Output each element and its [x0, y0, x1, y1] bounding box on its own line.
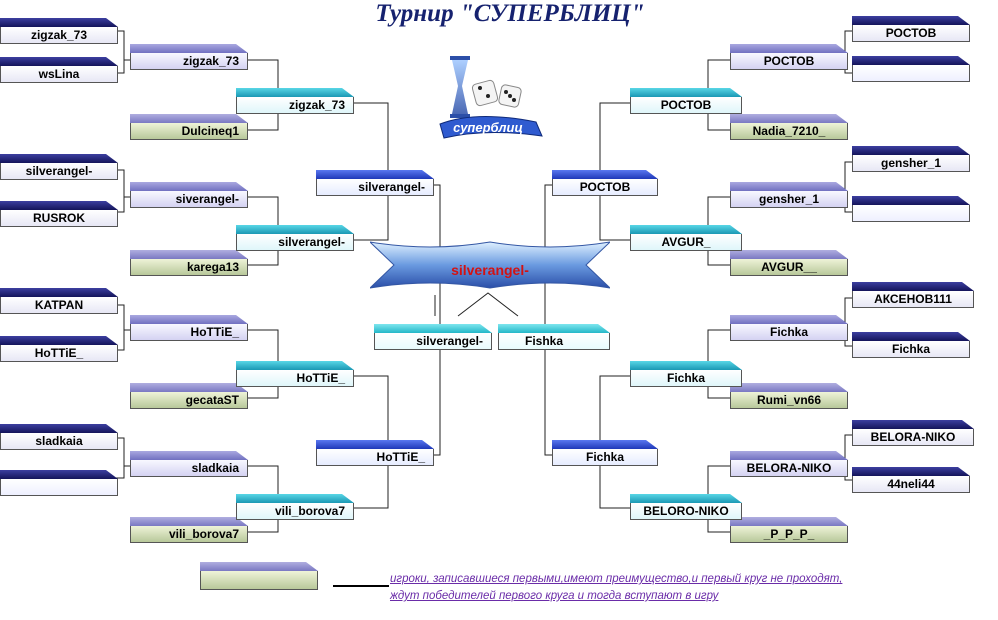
svg-text:суперблиц: суперблиц [453, 120, 523, 135]
final-slot-left: silverangel- [374, 324, 492, 350]
bracket-slot: HoTTiE_ [236, 361, 354, 387]
bracket-slot: wsLina [0, 57, 118, 83]
bracket-slot: РОСТОВ [552, 170, 658, 196]
champion-name: silverangel- [451, 262, 529, 278]
bracket-slot: РОСТОВ [630, 88, 742, 114]
bracket-slot: BELORA-NIKO [730, 451, 848, 477]
footnote-line-2: ждут победителей первого круга и тогда в… [390, 590, 719, 602]
champion-banner [370, 241, 610, 289]
bracket-slot: AVGUR_ [630, 225, 742, 251]
bracket-slot: РОСТОВ [852, 16, 970, 42]
bracket-slot: siverangel- [130, 182, 248, 208]
note-marker-line [333, 585, 389, 587]
bracket-slot: silverangel- [0, 154, 118, 180]
bracket-slot: HoTTiE_ [316, 440, 434, 466]
bracket-slot: KATPAN [0, 288, 118, 314]
bracket-slot: karega13 [130, 250, 248, 276]
bracket-slot: silverangel- [236, 225, 354, 251]
final-slot-right: Fishka [498, 324, 610, 350]
bracket-slot: Fichka [630, 361, 742, 387]
bracket-slot: RUSROK [0, 201, 118, 227]
bracket-slot [852, 196, 970, 222]
bracket-slot [0, 470, 118, 496]
bracket-slot: Dulcineq1 [130, 114, 248, 140]
bracket-slot: Nadia_7210_ [730, 114, 848, 140]
bracket-slot [852, 56, 970, 82]
bracket-slot: AVGUR__ [730, 250, 848, 276]
bracket-slot: zigzak_73 [130, 44, 248, 70]
bracket-slot: РОСТОВ [730, 44, 848, 70]
bracket-slot: zigzak_73 [0, 18, 118, 44]
bracket-slot: sladkaia [0, 424, 118, 450]
bracket-slot: sladkaia [130, 451, 248, 477]
bracket-slot: zigzak_73 [236, 88, 354, 114]
bracket-slot: BELORA-NIKO [852, 420, 974, 446]
bracket-slot-extra [200, 562, 318, 590]
hourglass-dice-icon: суперблиц [439, 56, 543, 139]
bracket-slot: HoTTiE_ [130, 315, 248, 341]
bracket-slot: HoTTiE_ [0, 336, 118, 362]
bracket-slot: Fichka [730, 315, 848, 341]
bracket-slot: Fichka [852, 332, 970, 358]
bracket-slot: Fichka [552, 440, 658, 466]
bracket-slot: АКСЕНОВ111 [852, 282, 974, 308]
bracket-slot: gensher_1 [852, 146, 970, 172]
bracket-slot: Rumi_vn66 [730, 383, 848, 409]
bracket-slot: _P_P_P_ [730, 517, 848, 543]
bracket-slot: silverangel- [316, 170, 434, 196]
page-title: Турнир "СУПЕРБЛИЦ" [375, 0, 645, 27]
bracket-slot: 44neli44 [852, 467, 970, 493]
bracket-slot: gensher_1 [730, 182, 848, 208]
bracket-slot: vili_borova7 [236, 494, 354, 520]
bracket-slot: BELORO-NIKO [630, 494, 742, 520]
footnote-line-1: игроки, записавшиеся первыми,имеют преим… [390, 573, 843, 585]
bracket-slot: gecataST [130, 383, 248, 409]
bracket-slot: vili_borova7 [130, 517, 248, 543]
footnote: игроки, записавшиеся первыми,имеют преим… [390, 571, 842, 605]
